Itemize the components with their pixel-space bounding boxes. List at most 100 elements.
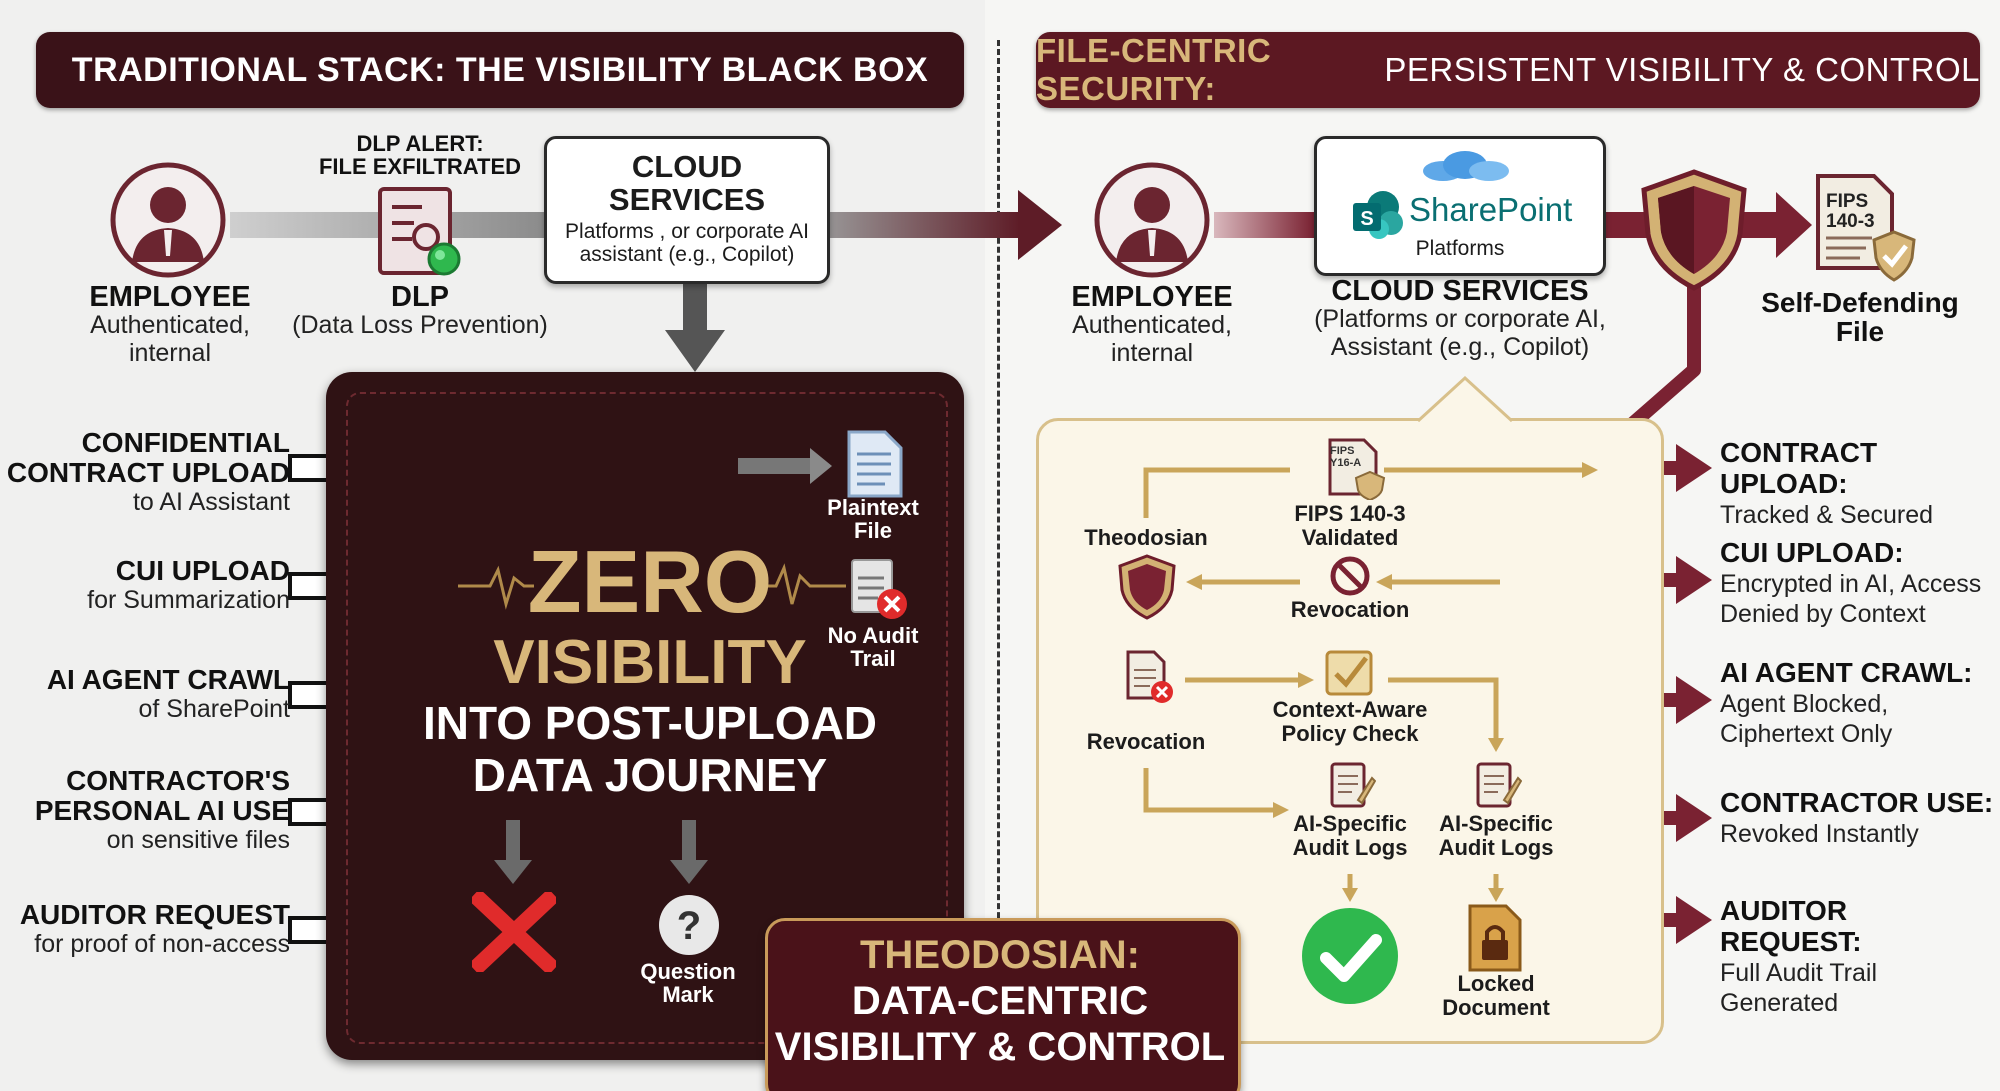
right-cloud-sub: (Platforms or corporate AI, Assistant (e… xyxy=(1280,305,1640,361)
input-label-confidential: CONFIDENTIAL CONTRACT UPLOAD to AI Assis… xyxy=(0,427,290,517)
employee-icon-right xyxy=(1094,162,1210,278)
cloud-to-right-connector xyxy=(820,212,1020,238)
fips-doc-line2: 140-3 xyxy=(1826,210,1875,232)
sharepoint-brand: SharePoint xyxy=(1409,191,1573,228)
left-employee-sub-line2: internal xyxy=(129,338,211,367)
input-auditor-sub: for proof of non-access xyxy=(34,930,290,959)
post-upload-heading: INTO POST-UPLOAD xyxy=(422,697,878,749)
input-label-agent: AI AGENT CRAWL of SharePoint xyxy=(0,664,291,724)
employee-sharepoint-connector xyxy=(1214,212,1314,238)
input-contractor-sub: on sensitive files xyxy=(106,826,290,855)
audit-log-icon-2 xyxy=(1476,762,1522,808)
fips-small-document-icon xyxy=(1328,438,1386,500)
shield-fips-connector xyxy=(1740,212,1780,238)
plaintext-file-icon xyxy=(847,430,903,498)
revocation-label-2: Revocation xyxy=(1086,729,1206,754)
locked-document-label: Locked Document xyxy=(1420,972,1572,1020)
right-employee-sub-line2: internal xyxy=(1111,338,1193,367)
right-employee-sub: Authenticated, internal xyxy=(1042,311,1262,367)
red-x-icon xyxy=(472,892,556,972)
locked-line1: Locked xyxy=(1457,971,1535,996)
input-cui-title: CUI UPLOAD xyxy=(115,555,290,586)
theodosian-line3: VISIBILITY & CONTROL xyxy=(774,1025,1226,1069)
fips-doc-text: FIPS 140-3 xyxy=(1826,192,1886,232)
fips-validated-line1: FIPS 140-3 xyxy=(1294,501,1406,526)
right-cloud-sub-line1: (Platforms or corporate AI, xyxy=(1314,305,1606,333)
theodosian-line2: DATA-CENTRIC xyxy=(851,979,1149,1023)
input-auditor-title: AUDITOR REQUEST xyxy=(19,899,290,930)
right-employee-sub-line1: Authenticated, xyxy=(1072,311,1232,339)
sharepoint-card: S SharePoint Platforms xyxy=(1314,136,1606,276)
left-cloud-card: CLOUD SERVICES Platforms , or corporate … xyxy=(544,136,830,284)
black-box-dashed-border xyxy=(346,392,948,1044)
input-contractor-title1: CONTRACTOR'S xyxy=(66,765,290,796)
input-confidential-title2: CONTRACT UPLOAD xyxy=(6,457,290,489)
policy-check-label: Context-Aware Policy Check xyxy=(1264,698,1436,746)
fips-document-icon xyxy=(1816,174,1916,282)
question-mark-label: Question Mark xyxy=(628,960,748,1006)
audit-log-icon-1 xyxy=(1330,762,1376,808)
input-agent-title: AI AGENT CRAWL xyxy=(46,664,290,695)
policy-line1: Context-Aware xyxy=(1272,697,1428,722)
dlp-alert-line2: FILE EXFILTRATED xyxy=(318,154,522,180)
no-audit-line1: No Audit xyxy=(827,623,919,648)
audit1-line1: AI-Specific xyxy=(1293,811,1407,836)
sharepoint-logo-icon: S xyxy=(1353,191,1403,239)
plaintext-line1: Plaintext xyxy=(827,495,919,520)
audit1-line2: Audit Logs xyxy=(1292,834,1408,860)
input-agent-sub: of SharePoint xyxy=(138,695,291,724)
right-banner-rest: PERSISTENT VISIBILITY & CONTROL xyxy=(1374,51,1980,88)
fips-arrowhead xyxy=(1776,192,1812,258)
output-contract-sub: Tracked & Secured xyxy=(1720,500,1934,529)
left-employee-title: EMPLOYEE xyxy=(89,281,251,313)
cross-panel-arrowhead xyxy=(1018,190,1062,260)
output-cui-upload: CUI UPLOAD: Encrypted in AI, Access Deni… xyxy=(1720,537,1996,629)
dlp-document-icon xyxy=(378,187,461,276)
audit-logs-label-2: AI-Specific Audit Logs xyxy=(1416,812,1576,860)
employee-icon xyxy=(110,162,226,278)
right-banner: FILE-CENTRIC SECURITY: PERSISTENT VISIBI… xyxy=(1036,32,1980,108)
revocation-icon xyxy=(1330,556,1370,596)
policy-check-icon xyxy=(1325,650,1373,696)
output-contractor-sub: Revoked Instantly xyxy=(1720,819,1919,848)
revoked-document-icon xyxy=(1126,650,1173,703)
output-agent-sub2: Ciphertext Only xyxy=(1720,719,1893,748)
input-label-cui: CUI UPLOAD for Summarization xyxy=(0,555,290,615)
fips-doc-line1: FIPS xyxy=(1826,191,1869,212)
fips-small-text: FIPS Y16-A xyxy=(1330,445,1366,469)
no-audit-line2: Trail xyxy=(850,646,896,672)
sharepoint-platforms: Platforms xyxy=(1415,237,1505,260)
output-contract-upload: CONTRACT UPLOAD: Tracked & Secured xyxy=(1720,437,1996,530)
sharepoint-shield-connector xyxy=(1600,212,1648,238)
audit2-line1: AI-Specific xyxy=(1439,811,1553,836)
output-agent-crawl: AI AGENT CRAWL: Agent Blocked, Ciphertex… xyxy=(1720,657,1996,749)
audit2-line2: Audit Logs xyxy=(1438,834,1554,860)
input-confidential-title1: CONFIDENTIAL xyxy=(81,427,290,458)
left-cloud-sub: Platforms , or corporate AI assistant (e… xyxy=(547,220,827,266)
cloud-icon xyxy=(1423,151,1509,181)
fips-small-line1: FIPS xyxy=(1330,445,1355,457)
svg-text:?: ? xyxy=(677,904,701,948)
self-defending-line2: File xyxy=(1835,316,1885,348)
output-arrowheads xyxy=(1676,444,1712,944)
no-audit-label: No Audit Trail xyxy=(808,624,938,670)
output-contract-title: CONTRACT UPLOAD: xyxy=(1720,437,1878,499)
self-defending-label: Self-Defending File xyxy=(1750,288,1970,347)
question-line2: Mark xyxy=(662,982,714,1008)
dlp-title: DLP xyxy=(391,281,449,313)
right-banner-highlight: FILE-CENTRIC SECURITY: xyxy=(1036,32,1272,107)
input-contractor-title2: PERSONAL AI USE xyxy=(34,795,290,827)
left-cloud-sub-line2: assistant (e.g., Copilot) xyxy=(579,243,795,267)
left-cloud-title: CLOUD SERVICES xyxy=(547,150,827,216)
fips-validated-line2: Validated xyxy=(1301,524,1399,550)
input-cui-sub: for Summarization xyxy=(87,586,290,615)
left-banner-text: TRADITIONAL STACK: THE VISIBILITY BLACK … xyxy=(71,50,929,89)
left-employee-sub: Authenticated, internal xyxy=(60,311,280,367)
no-audit-document-icon xyxy=(851,559,907,619)
visibility-heading: VISIBILITY xyxy=(493,628,807,697)
output-cui-sub1: Encrypted in AI, Access xyxy=(1720,569,1982,598)
left-cloud-sub-line1: Platforms , or corporate AI xyxy=(565,220,809,244)
self-defending-line1: Self-Defending xyxy=(1761,287,1959,318)
